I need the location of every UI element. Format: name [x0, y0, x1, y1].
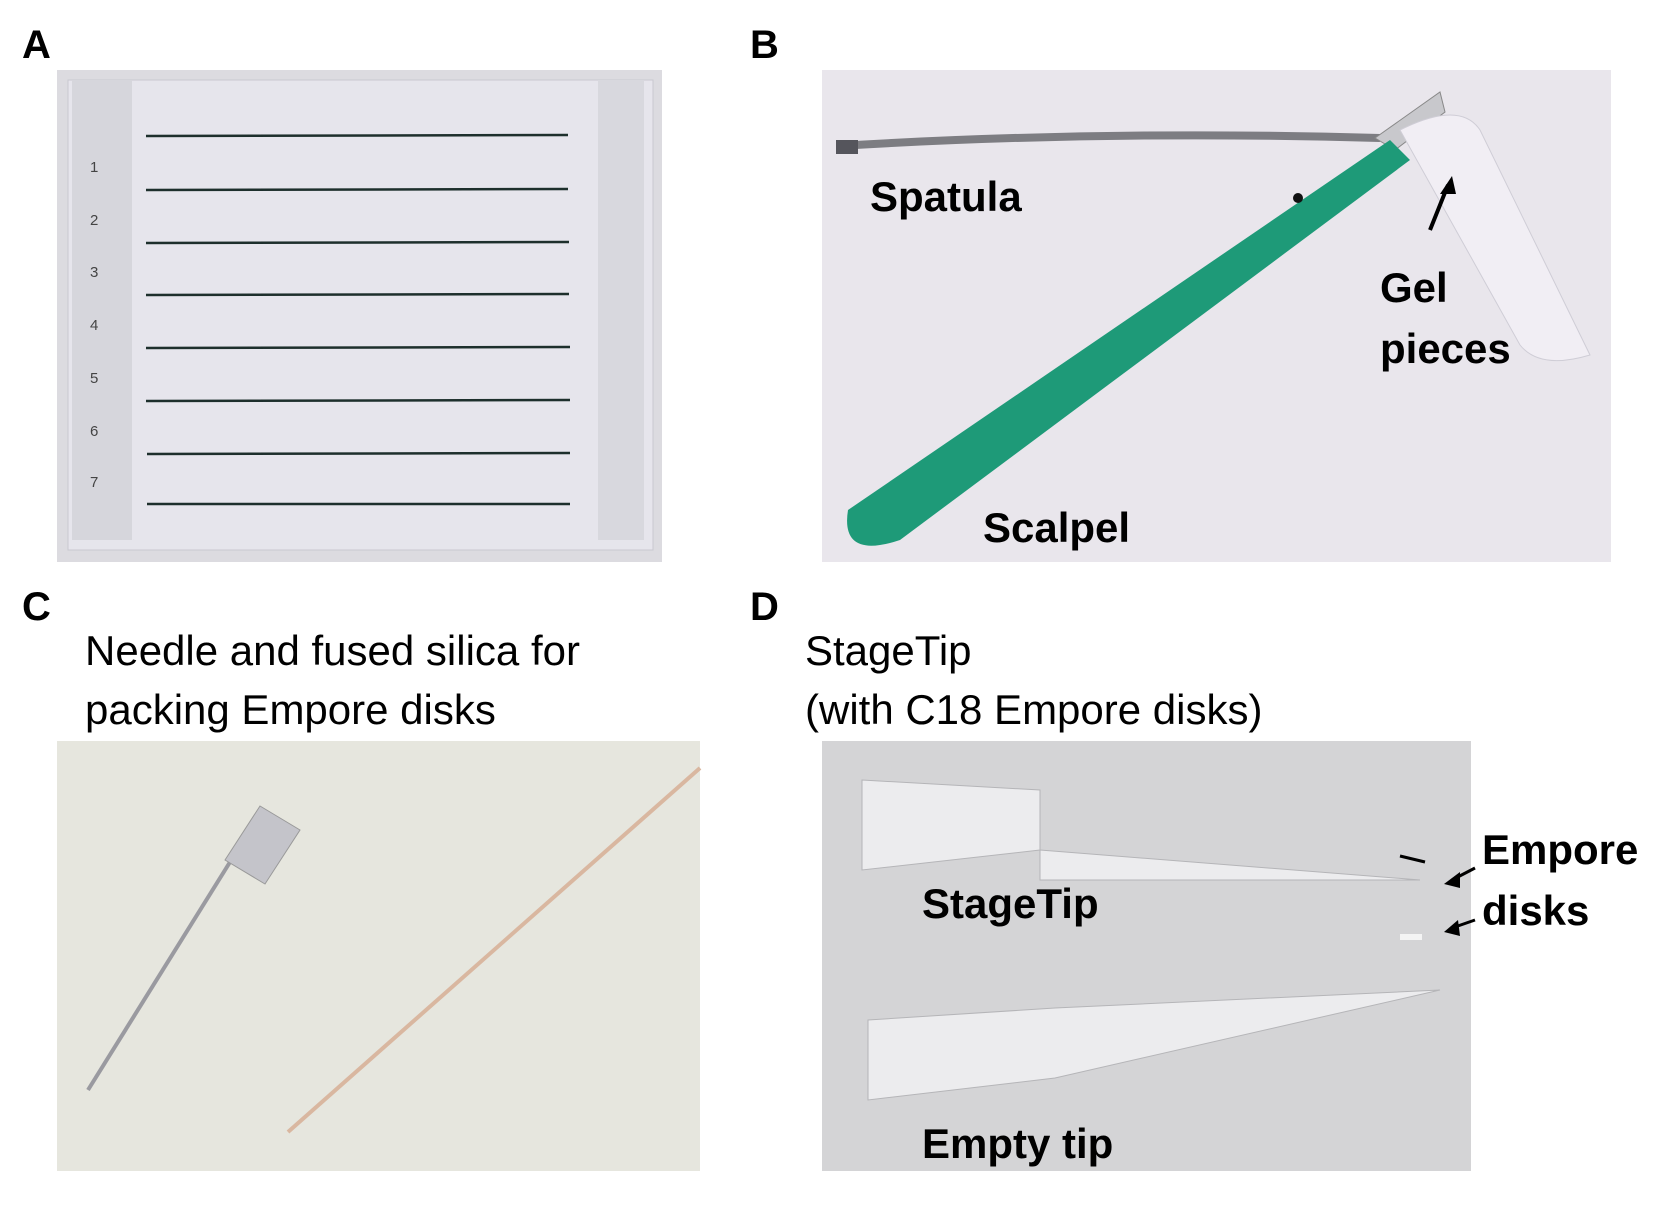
svg-text:5: 5	[90, 370, 98, 387]
stagetip	[861, 779, 1421, 881]
svg-text:2: 2	[90, 212, 98, 229]
needle	[86, 844, 242, 1092]
panel-label-b: B	[750, 23, 779, 67]
svg-text:7: 7	[90, 474, 98, 491]
needle-hub	[224, 805, 301, 885]
svg-text:6: 6	[90, 423, 98, 440]
photo-d-tips: StageTip Empty tip	[822, 741, 1476, 1171]
caption-c-line2: packing Empore disks	[85, 686, 496, 733]
label-disks: disks	[1482, 887, 1589, 934]
photo-a-gel-template: 1 2 3 4 5 6 7	[57, 70, 662, 562]
cut-lines	[145, 133, 571, 506]
label-gel: Gel	[1380, 264, 1448, 311]
label-spatula: Spatula	[870, 173, 1022, 220]
spatula	[837, 131, 1381, 150]
svg-text:4: 4	[90, 317, 98, 334]
label-stagetip: StageTip	[922, 880, 1099, 927]
empore-disk	[1400, 934, 1422, 940]
empty-tip	[867, 989, 1441, 1101]
svg-text:3: 3	[90, 264, 98, 281]
label-empore: Empore	[1482, 826, 1638, 873]
photo-b-tools: Spatula Gel pieces Scalpel	[822, 70, 1611, 562]
label-empty-tip: Empty tip	[922, 1120, 1113, 1167]
microtube	[1399, 114, 1591, 362]
label-scalpel: Scalpel	[983, 504, 1130, 551]
svg-text:1: 1	[90, 159, 98, 176]
photo-c-needle-silica	[57, 741, 702, 1171]
caption-c-line1: Needle and fused silica for	[85, 627, 580, 674]
panel-label-c: C	[22, 585, 51, 629]
scalpel-handle	[847, 140, 1410, 546]
label-pieces: pieces	[1380, 325, 1511, 372]
panel-label-a: A	[22, 23, 51, 67]
caption-d-line2: (with C18 Empore disks)	[805, 686, 1262, 733]
panel-label-d: D	[750, 585, 779, 629]
fused-silica	[286, 766, 702, 1134]
caption-d-line1: StageTip	[805, 627, 972, 674]
lane-numbers: 1 2 3 4 5 6 7	[90, 159, 98, 491]
